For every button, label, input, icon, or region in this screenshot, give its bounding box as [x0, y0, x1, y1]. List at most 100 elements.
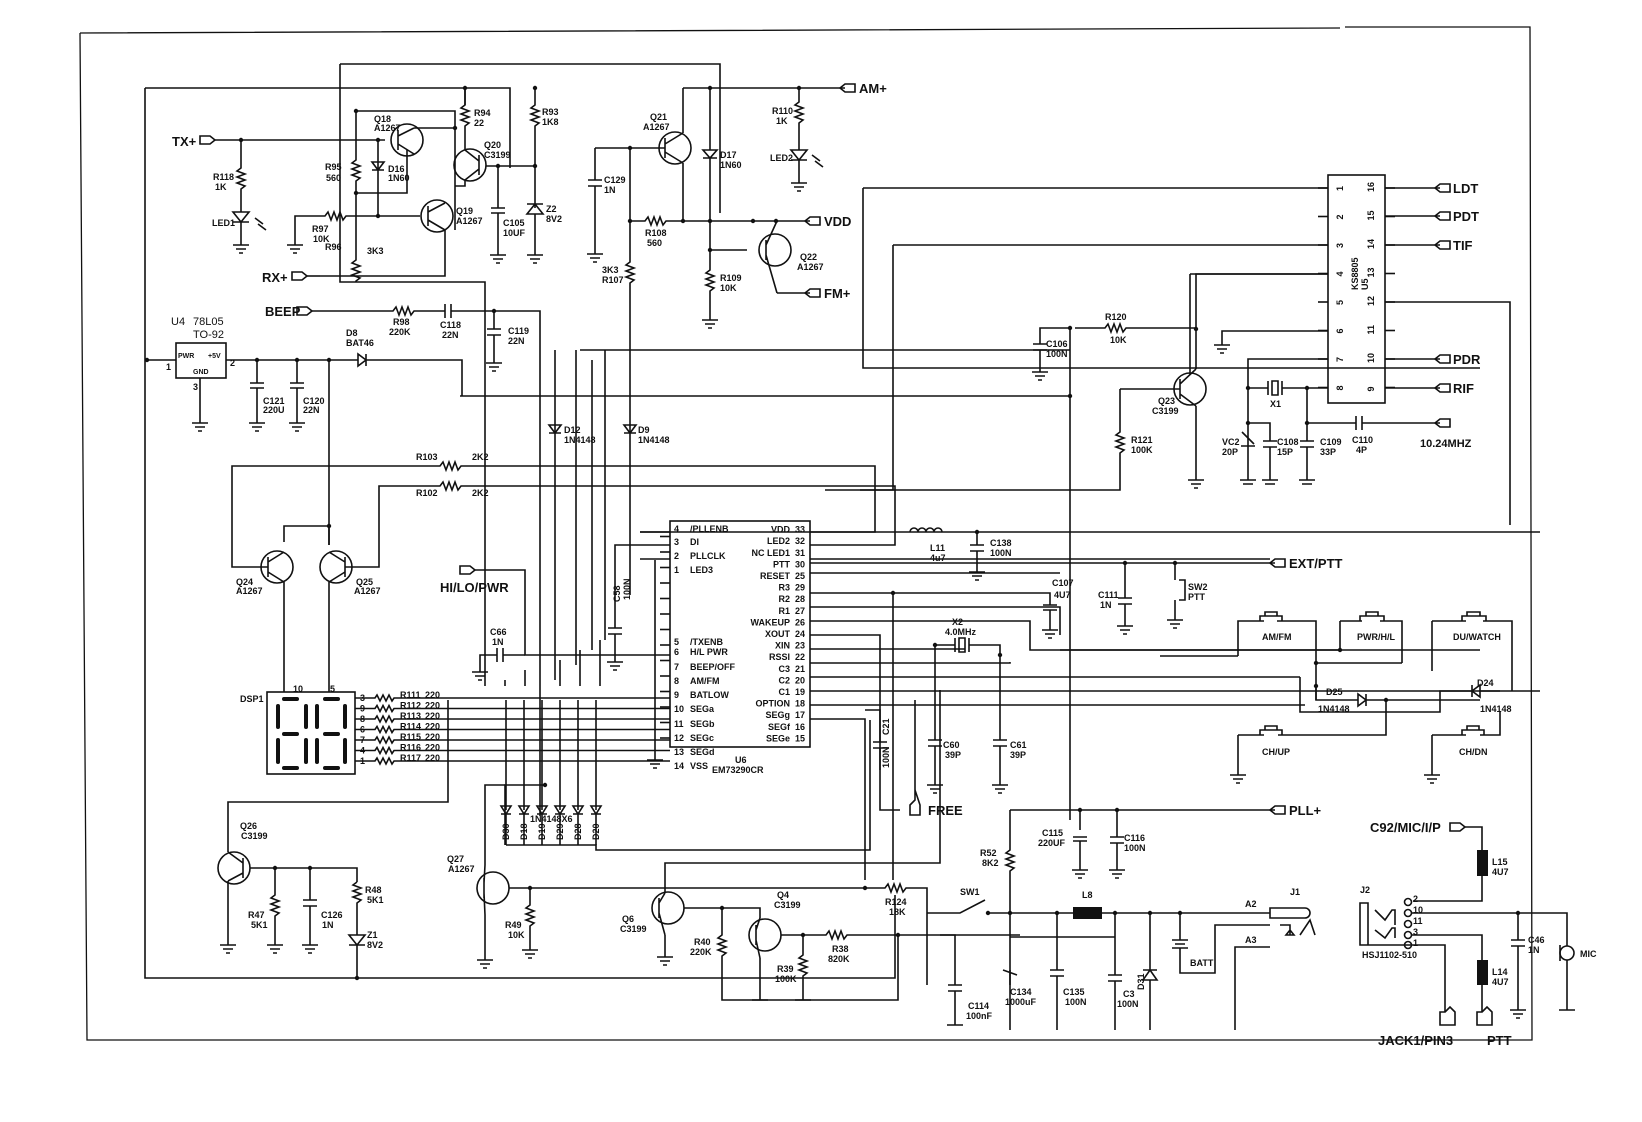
schematic-label: 1N4148X6: [530, 814, 573, 824]
schematic-wire: [927, 899, 1010, 914]
port-pll[interactable]: PLL+: [1268, 803, 1322, 818]
port-ldt[interactable]: LDT: [1433, 181, 1478, 196]
port-pdr[interactable]: PDR: [1433, 352, 1481, 367]
schematic-label: 78L05: [193, 316, 224, 328]
port-tif[interactable]: TIF: [1433, 238, 1473, 253]
switch-am-fm[interactable]: AM/FM: [1237, 611, 1317, 700]
schematic-wire: [1433, 183, 1451, 193]
port-free[interactable]: FREE: [909, 789, 963, 818]
schematic-label: 39P: [1010, 750, 1026, 760]
schematic-wire: [490, 254, 506, 264]
resistor-ref: R113: [400, 711, 421, 721]
port-hilo-pwr[interactable]: HI/LO/PWR: [440, 565, 509, 595]
switch-pwr-hl[interactable]: PWR/H/L: [1339, 611, 1403, 663]
schematic-wire: [607, 544, 640, 671]
u6-pin-num: 30: [795, 559, 805, 569]
u6-pin-num: 7: [674, 662, 679, 672]
junction-dot: [462, 85, 468, 91]
schematic-wire: [703, 249, 747, 320]
port-rx[interactable]: RX+: [262, 270, 309, 285]
schematic-label: 100K: [1131, 445, 1153, 455]
u5-pin: 13: [1366, 267, 1376, 277]
microphone: [1559, 945, 1575, 961]
schematic-wire: [765, 220, 778, 294]
u6-pin-name: XIN: [775, 641, 790, 651]
u5-pin: 15: [1366, 210, 1376, 220]
junction-dot: [353, 108, 359, 114]
schematic-label: R121: [1131, 435, 1153, 445]
port-rif[interactable]: RIF: [1433, 381, 1474, 396]
diode-array-label: D28: [573, 823, 583, 840]
schematic-wire: [1431, 611, 1513, 691]
schematic-wire: [755, 917, 761, 959]
resistor-val: 220: [425, 732, 440, 742]
schematic-label: C110: [1352, 435, 1373, 445]
r96-val: 3K3: [367, 246, 384, 256]
u6-pin-name: /PLLENB: [690, 524, 729, 534]
jack-j2[interactable]: [1359, 897, 1413, 950]
schematic-wire: [291, 271, 309, 281]
u6-pin-num: 15: [795, 733, 805, 743]
schematic-label: Q20: [484, 140, 501, 150]
schematic-wire: [803, 288, 821, 298]
schematic-label: Q25: [356, 577, 373, 587]
junction-dot: [1304, 420, 1310, 426]
schematic-label: 4U7: [1054, 590, 1071, 600]
switch-ch-up[interactable]: CH/UP: [1230, 700, 1387, 784]
jack-j1[interactable]: J1: [1269, 887, 1316, 936]
port-ref-osc[interactable]: [1433, 418, 1451, 428]
schematic-wire: [1241, 431, 1255, 447]
schematic-label: MIC: [1580, 949, 1597, 959]
schematic-label: Q22: [800, 252, 817, 262]
junction-dot: [375, 137, 381, 143]
port-tx[interactable]: TX+: [172, 134, 217, 149]
u6-pin-num: 32: [795, 536, 805, 546]
schematic-label: L14: [1492, 967, 1508, 977]
u6-pin-name: RSSI: [769, 652, 790, 662]
schematic-wire: [934, 637, 1001, 740]
schematic-label: 4.0MHz: [945, 627, 977, 637]
schematic-label: 22N: [303, 405, 320, 415]
port-am[interactable]: AM+: [838, 81, 887, 96]
junction-dot: [1403, 940, 1413, 950]
schematic-label: 5K1: [251, 920, 268, 930]
schematic-wire: [484, 620, 601, 686]
port-mic-in[interactable]: C92/MIC/I/P: [1370, 820, 1467, 835]
ref-freq-label: 10.24MHZ: [1420, 438, 1472, 450]
schematic-wire: [1510, 913, 1526, 1019]
switch-du-watch[interactable]: DU/WATCH: [1431, 611, 1513, 691]
port-ptt[interactable]: PTT: [1476, 1005, 1512, 1048]
schematic-label: C105: [503, 218, 525, 228]
port-pdt[interactable]: PDT: [1433, 209, 1479, 224]
switch-ch-dn[interactable]: CH/DN: [1424, 712, 1501, 784]
schematic-label: 15P: [1277, 447, 1293, 457]
resistor-ref: R114: [400, 722, 421, 732]
schematic-wire: [1449, 822, 1467, 832]
port-jack1-pin3[interactable]: JACK1/PIN3: [1378, 1005, 1456, 1048]
schematic-wire: [1439, 1005, 1456, 1026]
schematic-label: A3: [1245, 935, 1257, 945]
schematic-label: A1267: [236, 586, 263, 596]
port-beep[interactable]: BEEP: [265, 304, 314, 319]
junction-dot: [326, 523, 332, 529]
schematic-label: R38: [832, 944, 849, 954]
port-ext-ptt[interactable]: EXT/PTT: [1268, 556, 1343, 571]
schematic-label: 22N: [442, 330, 459, 340]
schematic-wire: [477, 784, 505, 969]
resistor-ref: R116: [400, 743, 421, 753]
u6-pin-name: XOUT: [765, 629, 791, 639]
schematic-label: R52: [980, 848, 997, 858]
schematic-wire: [781, 928, 1020, 942]
schematic-wire: [370, 140, 386, 216]
schematic-label: VDD: [824, 214, 851, 229]
schematic-wire: [1141, 913, 1159, 1030]
schematic-label: C3: [1123, 989, 1135, 999]
port-fm[interactable]: FM+: [803, 286, 851, 301]
diode-array-label: D19: [537, 823, 547, 840]
resistor-val: 220: [425, 743, 440, 753]
schematic-wire: [1188, 406, 1204, 489]
port-vdd[interactable]: VDD: [803, 214, 851, 229]
schematic-wire: [287, 244, 303, 254]
u6-pin-num: 13: [674, 747, 684, 757]
